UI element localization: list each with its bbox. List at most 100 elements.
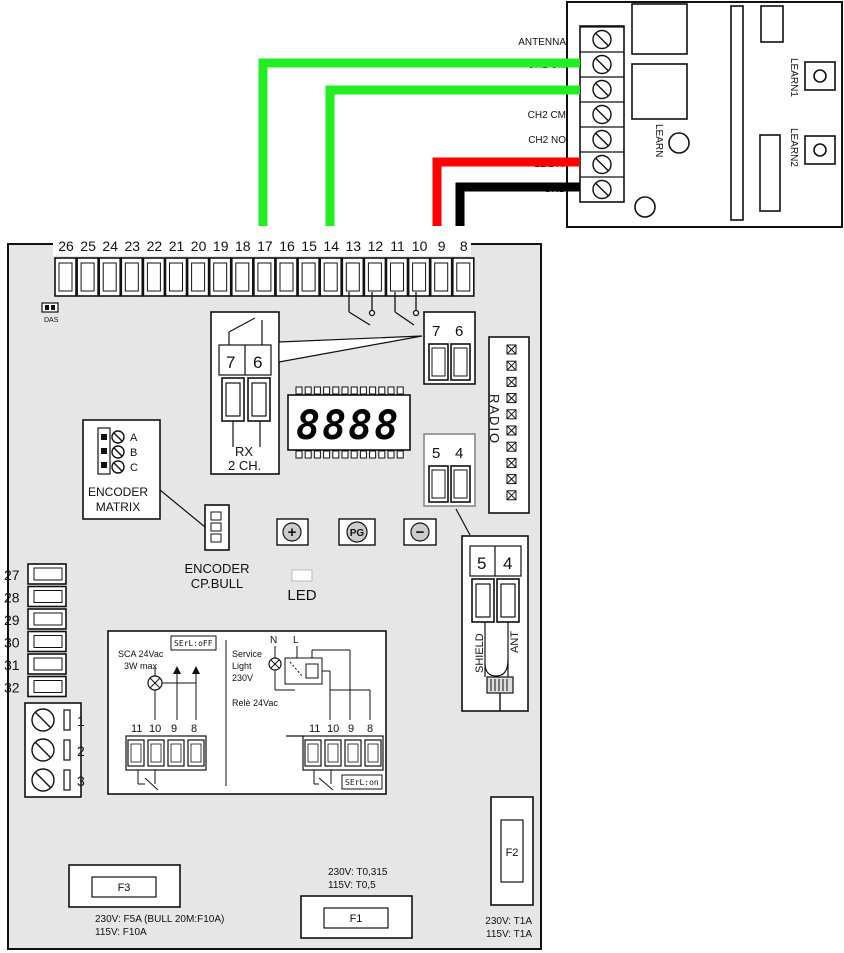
receiver-strip: [730, 5, 744, 221]
left-screw: [31, 738, 55, 762]
wire-12-24v: [432, 157, 580, 232]
minus-button-label: −: [416, 524, 425, 541]
service-label-2: Light: [232, 661, 252, 671]
serl-wiring-panel: SErL:oFF SCA 24Vac 3W max 11 10 9 8 N L …: [107, 630, 387, 795]
top-terminal: [98, 257, 121, 297]
top-terminal: [253, 257, 276, 297]
live-label: L: [293, 635, 299, 646]
left-screw-number: 1: [77, 713, 85, 729]
receiver-screw: [592, 79, 612, 100]
top-terminal: [208, 257, 232, 297]
service-label-3: 230V: [232, 673, 253, 683]
seven-segment-display: 8888: [287, 386, 411, 459]
radio-pin: [506, 344, 517, 355]
receiver-component-2: [759, 134, 781, 212]
das-label: DAS: [44, 317, 59, 324]
top-terminal: [120, 257, 144, 297]
left-terminal-number: 27: [4, 567, 20, 583]
receiver-screw: [592, 179, 612, 200]
encoder-cp-bull: ENCODER CP.BULL: [184, 504, 250, 591]
radio-label: RADIO: [487, 394, 502, 445]
top-terminal-number: 10: [412, 238, 428, 254]
label-ch2-no: CH2 NO: [528, 135, 566, 146]
learn2-label: LEARN2: [788, 128, 799, 167]
top-terminal-number: 18: [235, 238, 251, 254]
top-terminal: [142, 257, 166, 297]
top-terminal-number: 24: [102, 238, 118, 254]
top-terminal-number: 16: [279, 238, 295, 254]
top-terminal-number: 15: [301, 238, 317, 254]
top-terminal: [275, 257, 298, 297]
wire-ch1-cm: [258, 58, 580, 232]
serl-left-11: 11: [131, 723, 142, 735]
left-terminal: 31: [4, 653, 67, 675]
learn1-label: LEARN1: [788, 58, 799, 97]
plus-button[interactable]: +: [276, 518, 309, 546]
fuse-f1-rating-2: 115V: T0,5: [328, 880, 376, 891]
serl-off-label: SErL:oFF: [174, 639, 213, 648]
learn1-button-cap: [813, 69, 827, 83]
fuse-f2-label: F2: [506, 847, 519, 859]
left-screw: [31, 768, 55, 792]
radio-connector: RADIO: [487, 336, 530, 514]
radio-pin: [506, 393, 517, 404]
receiver-component: [760, 5, 784, 43]
top-terminal-number: 8: [460, 238, 468, 254]
fuse-f2-rating-2: 115V: T1A: [486, 929, 532, 940]
serl-off-badge: [170, 635, 217, 651]
encoder-cp-label-2: CP.BULL: [191, 576, 244, 591]
shield-label: SHIELD: [474, 633, 486, 673]
top-terminal-block: [54, 257, 475, 297]
antenna-terminal-box: 5 4 SHIELD ANT: [461, 535, 529, 712]
serl-on-label: SErL:on: [345, 778, 379, 787]
serl-right-8: 8: [367, 723, 373, 735]
terminal-7-6: 7 6: [423, 311, 476, 385]
top-terminal: [54, 257, 77, 297]
left-screw-number: 3: [77, 773, 85, 789]
top-terminal-number: 26: [58, 238, 74, 254]
rx-label-line1: RX: [235, 444, 253, 459]
pg-button[interactable]: PG: [338, 518, 376, 546]
encoder-matrix-label-2: MATRIX: [96, 500, 140, 514]
top-terminal: [231, 257, 254, 297]
top-terminal-number-strip: [53, 226, 471, 256]
encoder-screw: [111, 445, 125, 459]
minus-button[interactable]: −: [403, 518, 437, 546]
left-terminal-number: 29: [4, 612, 20, 628]
learn-label: LEARN: [653, 124, 664, 157]
learn2-button-cap: [813, 143, 827, 157]
top-terminal-number: 9: [438, 238, 446, 254]
receiver-screw: [592, 104, 612, 125]
top-terminal-number: 23: [125, 238, 141, 254]
left-terminal-number: 30: [4, 635, 20, 651]
label-antenna: ANTENNA: [518, 37, 566, 48]
radio-pin: [506, 457, 517, 468]
terminal-4-label: 4: [455, 445, 463, 462]
radio-pin: [506, 409, 517, 420]
encoder-matrix: A B C ENCODER MATRIX: [82, 419, 206, 528]
left-terminal: 28: [4, 585, 67, 608]
fuse-f2-rating-1: 230V: T1A: [485, 916, 532, 927]
terminal-7-label: 7: [432, 323, 440, 340]
pg-button-label: PG: [350, 528, 365, 539]
relay-1: [631, 3, 688, 55]
encoder-matrix-label-1: ENCODER: [88, 485, 148, 499]
top-terminal: [319, 257, 343, 297]
serl-right-10: 10: [327, 723, 339, 735]
rx-2ch-connector: 7 6 RX 2 CH.: [210, 311, 423, 475]
top-terminal: [451, 257, 475, 297]
encoder-pin-a: A: [130, 432, 138, 444]
serl-right-9: 9: [348, 723, 354, 735]
plus-button-label: +: [288, 524, 297, 541]
relay-2: [631, 63, 688, 120]
radio-pin: [506, 441, 517, 452]
das-jumper[interactable]: [41, 302, 59, 313]
fuse-f1-rating-1: 230V: T0,315: [328, 867, 388, 878]
radio-pin: [506, 474, 517, 485]
left-terminal: 32: [4, 675, 67, 698]
learn-led-circle: [668, 132, 690, 154]
radio-receiver-module: LEARN LEARN1 LEARN2: [566, 1, 843, 228]
sca-label-2: 3W max: [124, 661, 158, 671]
